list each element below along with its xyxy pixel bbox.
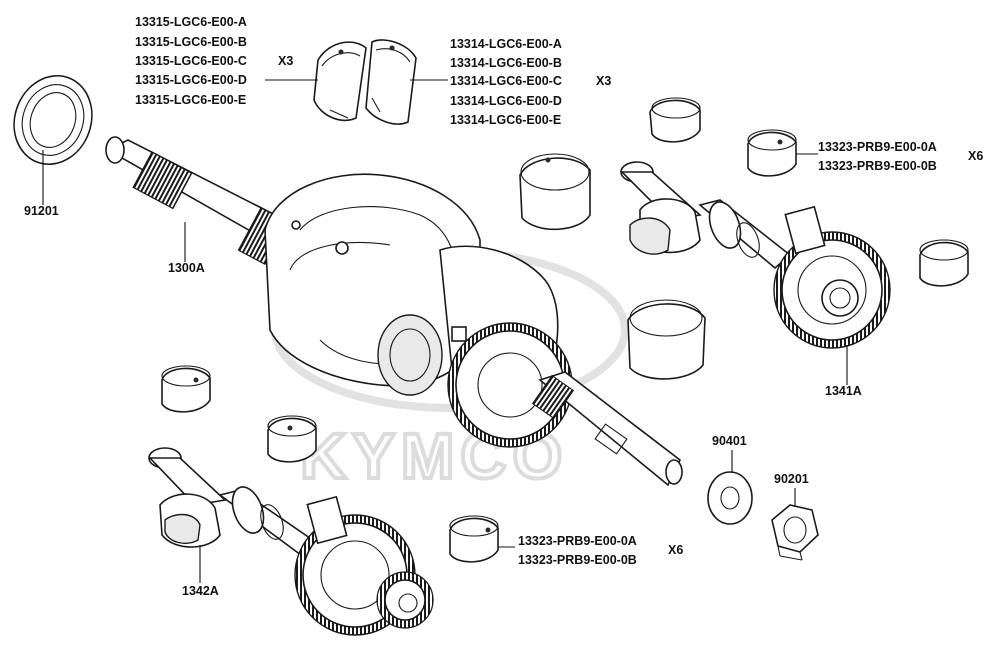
label-13323-top-qty: X6	[968, 149, 984, 163]
label-90201: 90201	[774, 472, 809, 486]
label-13323-top-0b: 13323-PRB9-E00-0B	[818, 159, 937, 173]
balancer-bearing-small-6[interactable]	[449, 515, 499, 563]
label-90401: 90401	[712, 434, 747, 448]
crank-bearing-13314[interactable]	[365, 39, 417, 125]
oil-seal-91201[interactable]	[2, 65, 104, 176]
label-1342a: 1342A	[182, 584, 219, 598]
washer-90401[interactable]	[707, 471, 753, 525]
label-13314-b: 13314-LGC6-E00-B	[450, 56, 562, 70]
label-13323-bottom-0a: 13323-PRB9-E00-0A	[518, 534, 637, 548]
label-13315-a: 13315-LGC6-E00-A	[135, 15, 247, 29]
label-13323-bottom-0b: 13323-PRB9-E00-0B	[518, 553, 637, 567]
balancer-shaft-1342a[interactable]	[148, 447, 434, 636]
label-13315-e: 13315-LGC6-E00-E	[135, 93, 247, 107]
label-13315-d: 13315-LGC6-E00-D	[135, 73, 247, 87]
label-91201: 91201	[24, 204, 59, 218]
main-bearing-shell-upper[interactable]	[519, 153, 591, 231]
label-13323-bottom-qty: X6	[668, 543, 684, 557]
crank-bearing-13315[interactable]	[313, 41, 367, 122]
label-13314-qty: X3	[596, 74, 612, 88]
balancer-bearing-small-4[interactable]	[161, 365, 211, 413]
leader-lines	[42, 79, 848, 583]
balancer-bearing-small-5[interactable]	[267, 415, 317, 463]
balancer-shaft-1341a[interactable]	[620, 161, 891, 349]
label-1300a: 1300A	[168, 261, 205, 275]
label-13315-b: 13315-LGC6-E00-B	[135, 35, 247, 49]
main-bearing-shell-lower[interactable]	[627, 299, 706, 380]
label-13314-a: 13314-LGC6-E00-A	[450, 37, 562, 51]
label-1341a: 1341A	[825, 384, 862, 398]
label-13315-c: 13315-LGC6-E00-C	[135, 54, 247, 68]
label-13323-top-0a: 13323-PRB9-E00-0A	[818, 140, 937, 154]
balancer-bearing-small-1[interactable]	[649, 97, 701, 143]
label-13314-e: 13314-LGC6-E00-E	[450, 113, 562, 127]
crankshaft-1300a[interactable]	[105, 136, 683, 487]
label-13314-c: 13314-LGC6-E00-C	[450, 74, 562, 88]
nut-90201[interactable]	[771, 504, 819, 561]
balancer-bearing-small-3[interactable]	[919, 239, 969, 287]
balancer-bearing-small-2[interactable]	[747, 129, 797, 177]
label-13314-d: 13314-LGC6-E00-D	[450, 94, 562, 108]
label-13315-qty: X3	[278, 54, 294, 68]
